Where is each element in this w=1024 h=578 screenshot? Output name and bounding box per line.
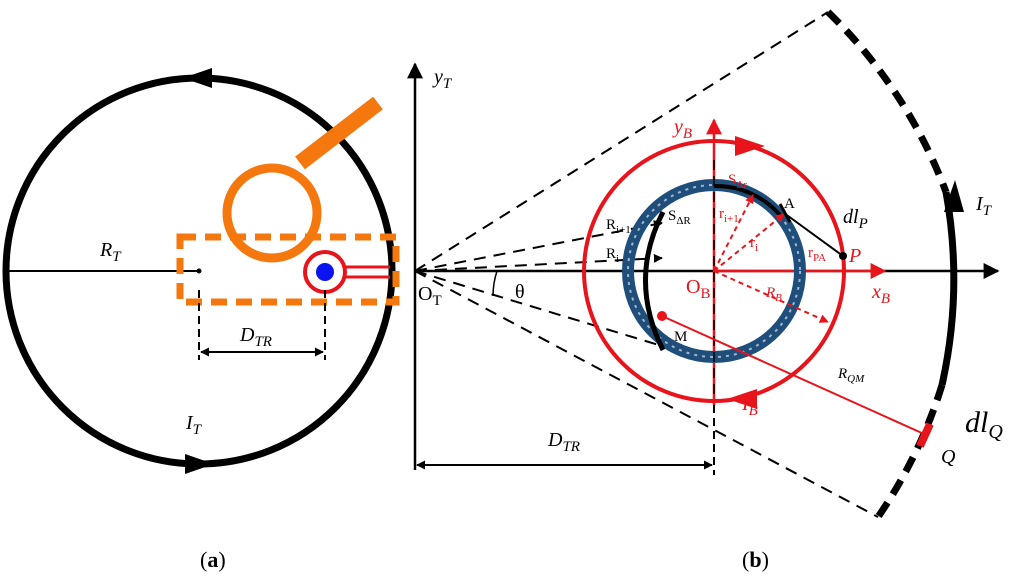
panel-b: yT OT IT θ IB yB xB SΔR Ri+1 [407, 9, 1003, 572]
current-arrowhead-top [183, 68, 212, 88]
label-S-dR: SΔR [668, 208, 691, 227]
label-OT: OT [418, 283, 442, 309]
S-dR-arc [643, 210, 666, 352]
orange-dashed-box [176, 233, 400, 306]
caption-a: (a) [200, 547, 226, 572]
dlQ-segment [916, 422, 934, 448]
distance-label-a: DTR [239, 324, 272, 350]
current-arrowhead-bottom [185, 454, 214, 474]
label-M: M [674, 329, 687, 345]
transmitter-arc-bottom [875, 383, 946, 519]
point-P-dot [839, 252, 847, 260]
ray-R-i1 [414, 220, 663, 272]
transmitter-arc-solid [938, 191, 958, 386]
label-IB: IB [741, 393, 758, 419]
R-B-line [713, 270, 829, 323]
label-r-PA: rPA [808, 245, 826, 264]
label-r-i1: ri+1 [719, 206, 739, 225]
panel-a: RT DTR IT (a) [2, 68, 400, 572]
label-R-QM: RQM [837, 366, 865, 385]
wedge-edge-bottom [414, 270, 879, 518]
label-IT-b: IT [975, 193, 993, 219]
label-A: A [784, 196, 795, 212]
label-DTR-b: DTR [547, 429, 580, 455]
r-PA-line [783, 212, 844, 257]
transmitter-arc-top [825, 9, 950, 194]
caption-b: (b) [742, 547, 769, 572]
R-QM-line [661, 315, 925, 435]
ray-R-i [414, 253, 663, 272]
label-R-B: RB [765, 285, 782, 304]
label-theta: θ [515, 281, 525, 303]
ray-to-M [414, 270, 663, 347]
label-OB: OB [686, 276, 710, 302]
blue-sensor-dot [316, 263, 334, 281]
center-dot [196, 268, 202, 274]
label-yB: yB [672, 116, 692, 142]
label-dlQ: dlQ [965, 406, 1003, 443]
label-R-i: Ri [606, 246, 619, 265]
label-R-i1: Ri+1 [606, 217, 631, 236]
tube-ring-inner [627, 184, 801, 358]
label-dlP: dlP [843, 206, 868, 232]
current-label-a: IT [185, 412, 203, 438]
label-S-dr: SΔr [728, 172, 747, 191]
label-P: P [848, 245, 861, 267]
orange-probe-ring [222, 163, 322, 263]
label-Q: Q [941, 446, 956, 468]
receiver-arrow-top [735, 136, 765, 156]
label-xB: xB [871, 281, 890, 307]
S-dr-arc [713, 183, 782, 217]
label-r-i: ri [750, 235, 758, 254]
receiver-arrow-bottom [727, 389, 757, 409]
r-i-line [713, 213, 785, 272]
orange-probe-handle [295, 96, 383, 170]
transmitter-arc-arrowhead [944, 180, 964, 212]
wedge-edge-top [414, 11, 829, 272]
radius-label: RT [99, 239, 122, 265]
label-yT: yT [432, 66, 453, 92]
theta-arc [492, 270, 498, 297]
